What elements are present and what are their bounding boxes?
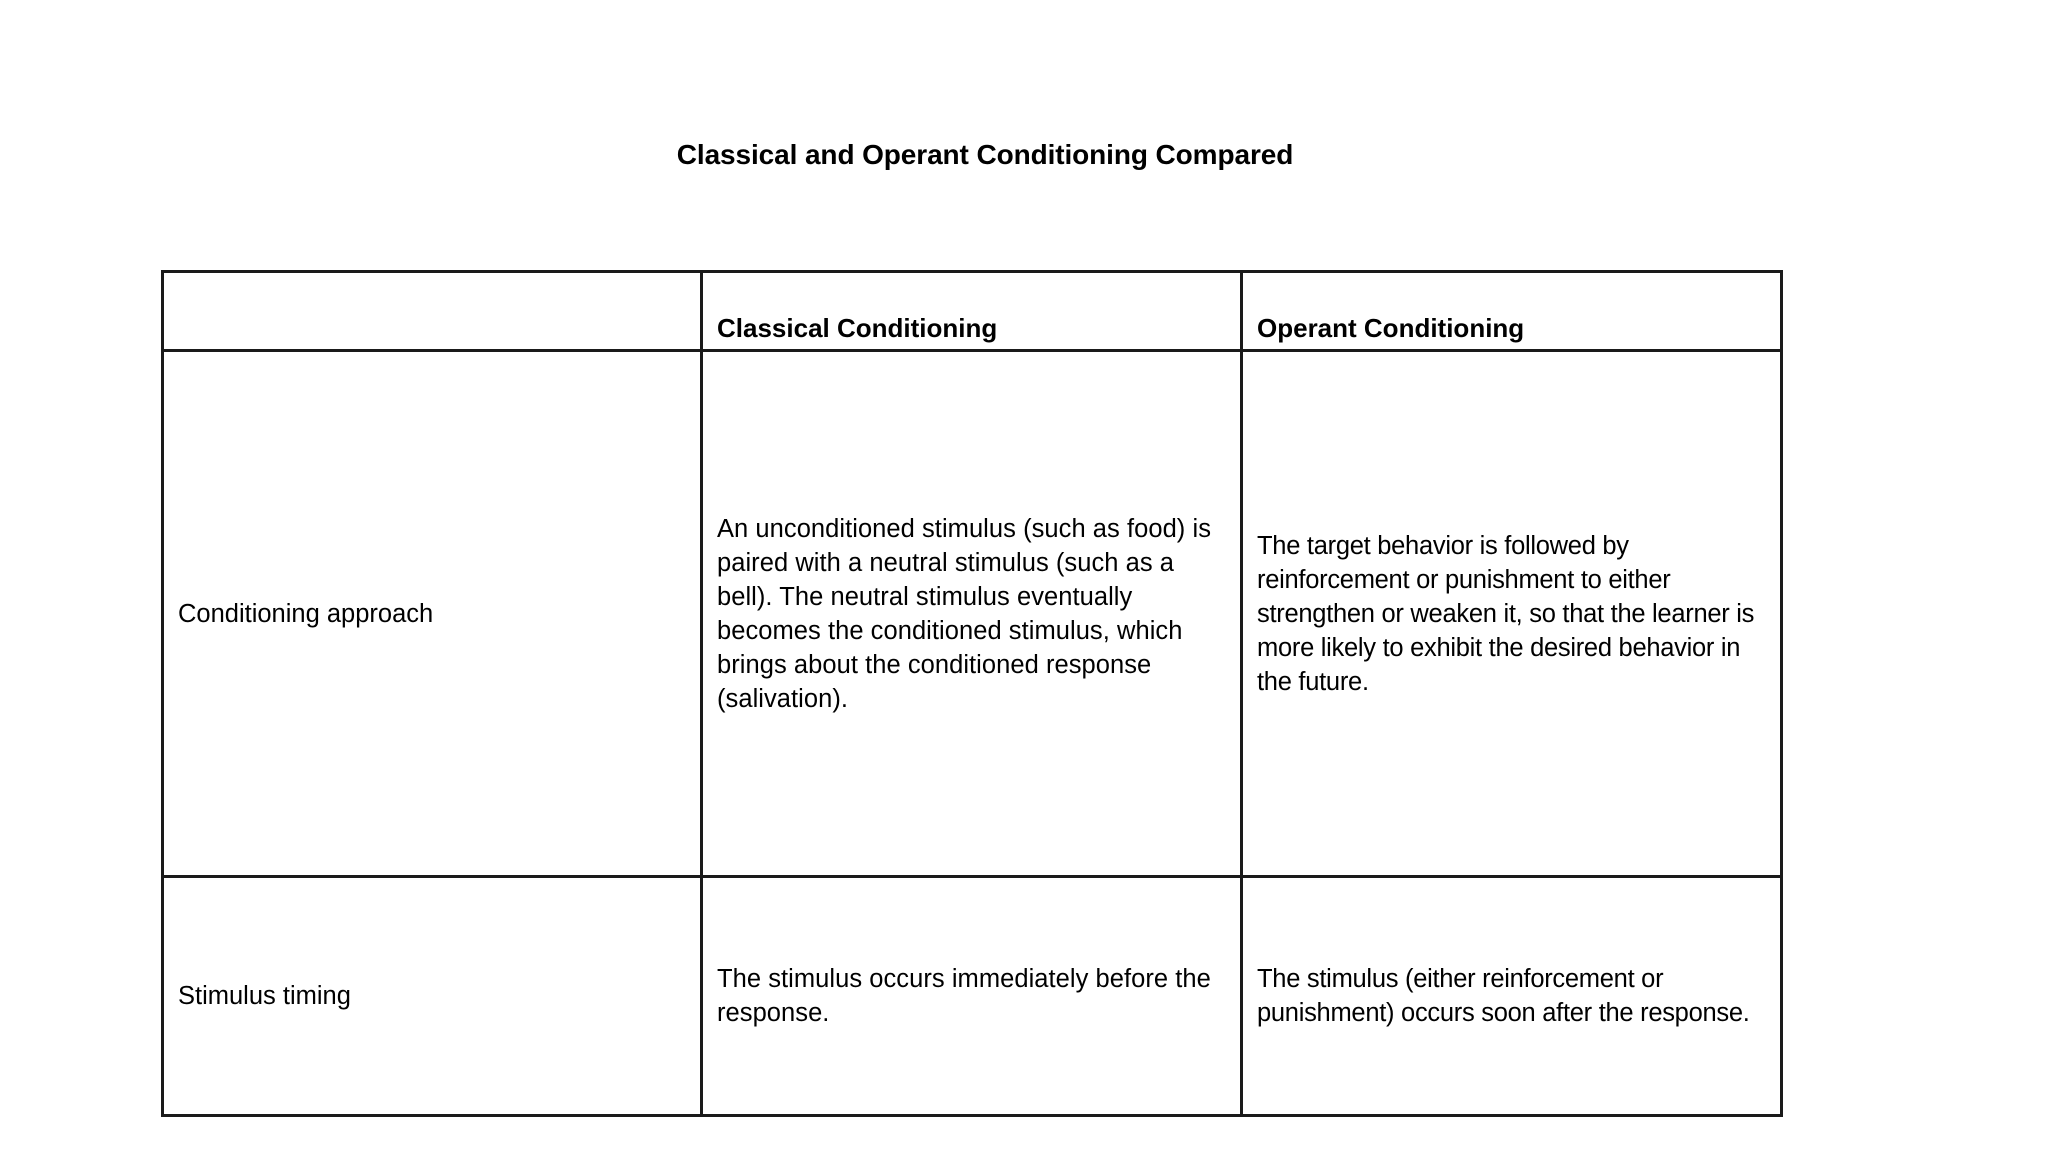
column-header-dimension [161,270,703,352]
cell-text: The stimulus occurs immediately before t… [717,965,1211,1027]
column-header-classical-conditioning: Classical Conditioning [700,270,1243,352]
cell-stimulus-timing-operant: The stimulus (either reinforcement or pu… [1240,875,1783,1117]
column-header-operant-conditioning: Operant Conditioning [1240,270,1783,352]
cell-conditioning-approach-operant: The target behavior is followed by reinf… [1240,349,1783,878]
comparison-table: Classical Conditioning Operant Condition… [161,270,1783,1117]
cell-text: The target behavior is followed by reinf… [1257,531,1755,696]
table-row: Conditioning approach An unconditioned s… [161,349,1783,878]
cell-stimulus-timing-classical: The stimulus occurs immediately before t… [700,875,1243,1117]
cell-text: Stimulus timing [178,982,351,1010]
row-label-stimulus-timing: Stimulus timing [161,875,703,1117]
page-title: Classical and Operant Conditioning Compa… [676,139,1294,170]
table-row: Stimulus timing The stimulus occurs imme… [161,875,1783,1117]
table-header: Classical Conditioning Operant Condition… [161,270,1783,352]
cell-text: An unconditioned stimulus (such as food)… [717,514,1211,713]
cell-text: The stimulus (either reinforcement or pu… [1257,965,1750,1027]
table-header-row: Classical Conditioning Operant Condition… [161,270,1783,352]
row-label-conditioning-approach: Conditioning approach [161,349,703,878]
cell-text: Conditioning approach [178,599,434,628]
table-body: Conditioning approach An unconditioned s… [161,349,1783,1117]
cell-conditioning-approach-classical: An unconditioned stimulus (such as food)… [700,349,1243,878]
